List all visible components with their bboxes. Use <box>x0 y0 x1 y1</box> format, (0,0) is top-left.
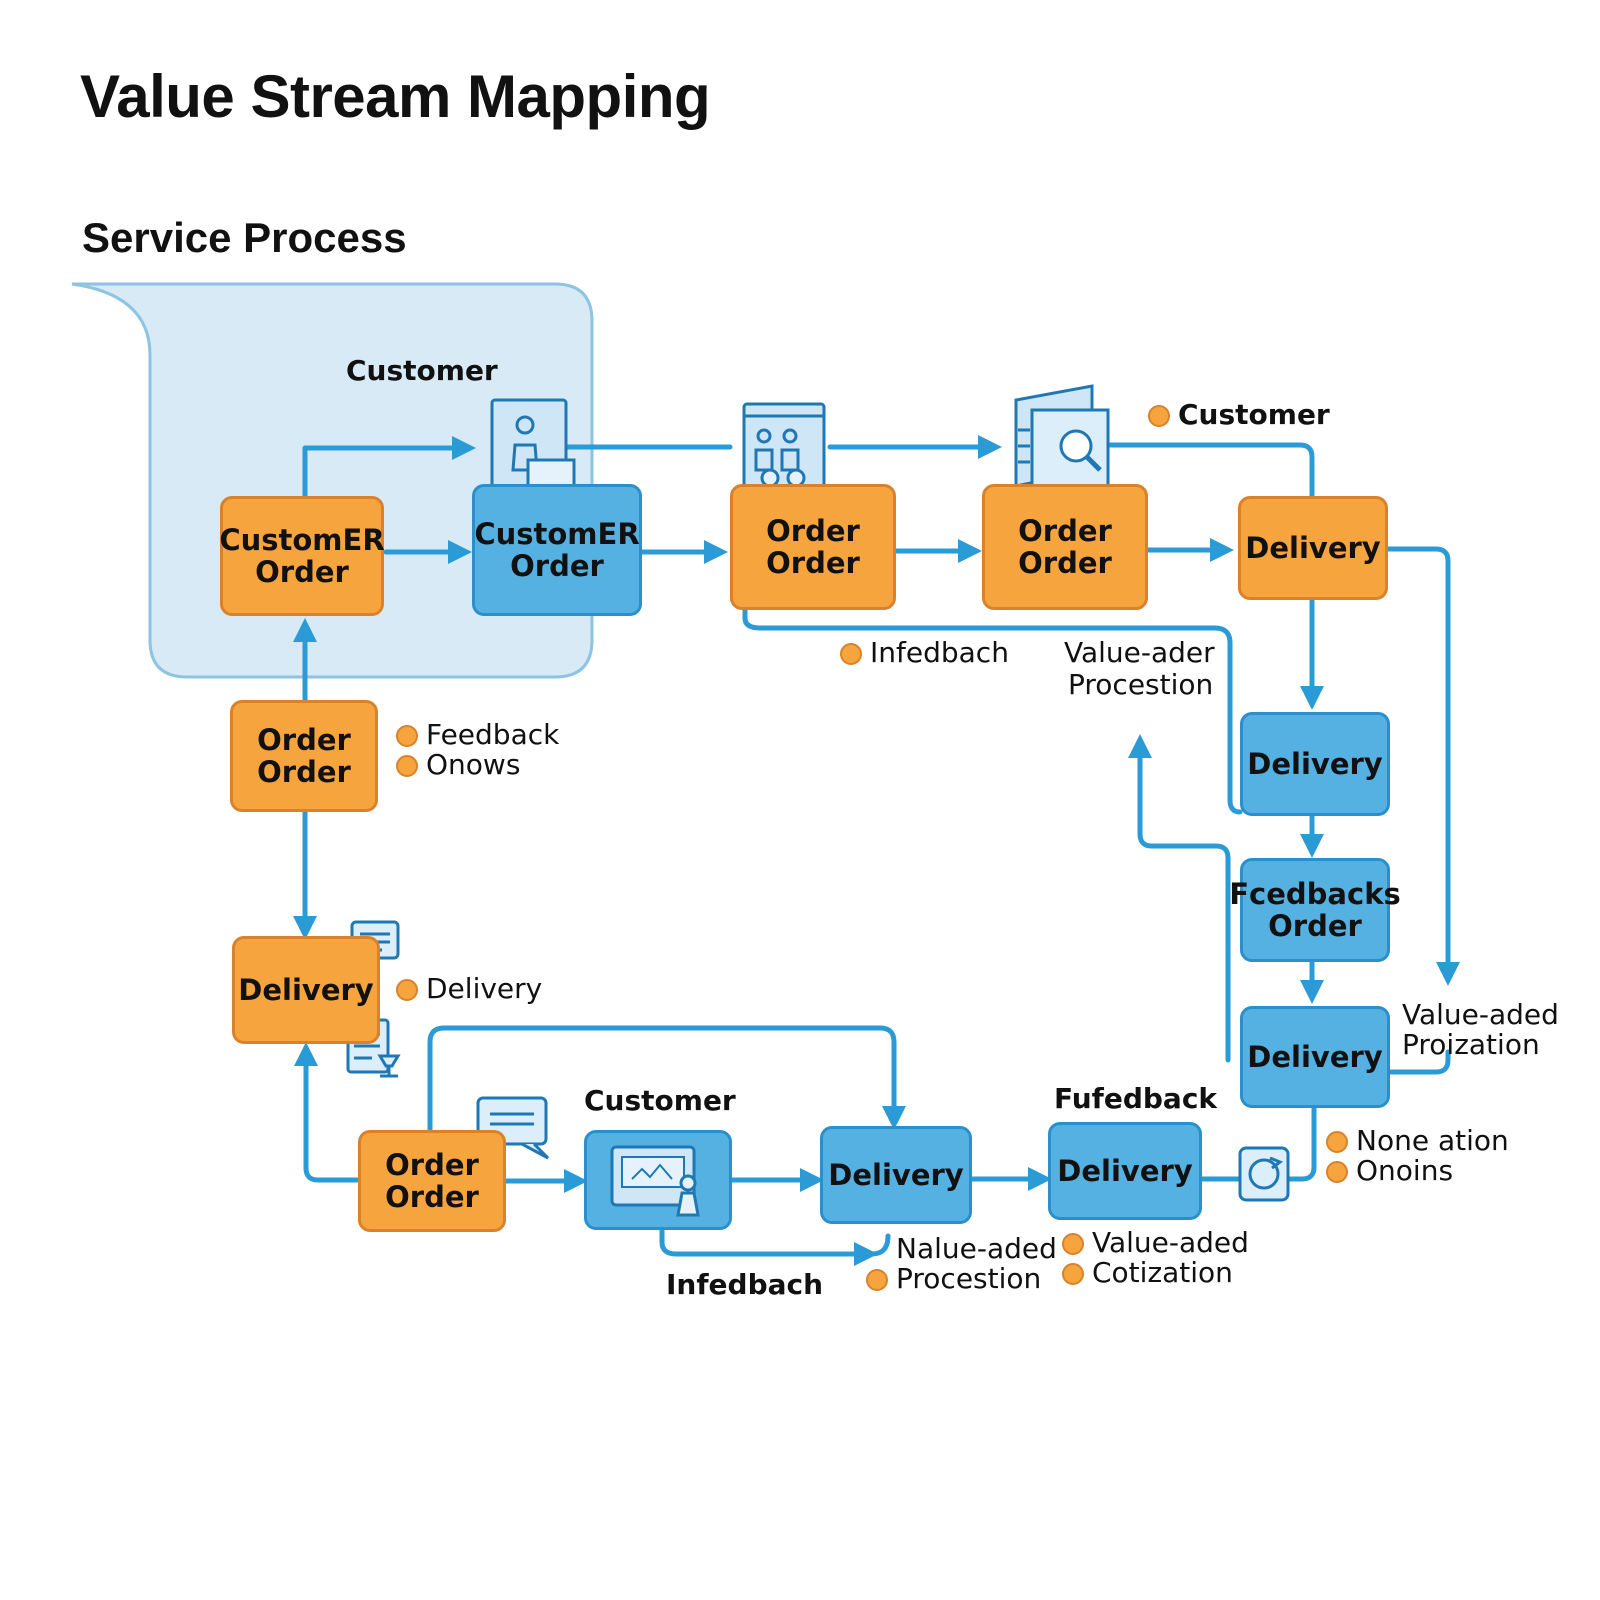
node-line: Order <box>385 1148 479 1182</box>
node-delivery-right-1[interactable]: Delivery <box>1240 712 1390 816</box>
line-under-hook <box>869 1233 891 1257</box>
label-infedbach-top: Infedbach <box>840 638 1009 668</box>
node-line: Order <box>510 549 604 583</box>
label-fufedback: Fufedback <box>1054 1084 1217 1114</box>
label-delivery-left-note: Delivery <box>396 974 542 1004</box>
label-nalue-aded: Nalue-aded <box>896 1234 1057 1264</box>
arrow-dt-right-down <box>1385 546 1460 986</box>
label-customer-top-right: Customer <box>1148 400 1330 430</box>
node-line: CustomER <box>474 517 640 551</box>
arrow-oob-dl <box>294 1042 361 1183</box>
node-delivery-bottom-2[interactable]: Delivery <box>1048 1122 1202 1220</box>
node-delivery-left[interactable]: Delivery <box>232 936 380 1044</box>
label-infedbach-bottom: Infedbach <box>666 1270 823 1300</box>
arrow-cs-under <box>659 1225 878 1266</box>
bullet-dot-icon <box>1062 1233 1084 1255</box>
label-text: Value-ader <box>1064 636 1215 669</box>
label-onoins: Onoins <box>1326 1156 1453 1186</box>
label-proization-right: Proization <box>1402 1030 1540 1060</box>
label-onows-left: Onows <box>396 750 520 780</box>
label-text: Customer <box>1178 398 1330 431</box>
label-text: Value-aded <box>1402 998 1559 1031</box>
node-line: Fcedbacks <box>1229 877 1401 911</box>
label-text: Value-aded <box>1092 1226 1249 1259</box>
node-line: CustomER <box>219 523 385 557</box>
bullet-dot-icon <box>866 1269 888 1291</box>
label-text: Onows <box>426 748 521 781</box>
node-line: Order <box>257 755 351 789</box>
bullet-dot-icon <box>396 755 418 777</box>
node-line: Delivery <box>1247 747 1383 781</box>
page-subtitle: Service Process <box>82 214 407 261</box>
node-line: Order <box>766 514 860 548</box>
node-line: Delivery <box>1245 531 1381 565</box>
customer-region <box>71 282 594 679</box>
node-line: Order <box>385 1180 479 1214</box>
label-text: Infedbach <box>666 1268 824 1301</box>
line-dr2-right <box>1385 1049 1451 1075</box>
node-line: Delivery <box>238 973 374 1007</box>
magnifier-document-icon <box>1014 384 1110 488</box>
label-text: Onoins <box>1356 1154 1454 1187</box>
node-line: Delivery <box>1247 1040 1383 1074</box>
node-line: Order <box>766 546 860 580</box>
label-text: Cotization <box>1092 1256 1233 1289</box>
label-text: Delivery <box>426 972 543 1005</box>
node-line: Delivery <box>828 1158 964 1192</box>
bullet-dot-icon <box>840 643 862 665</box>
label-none-ation: None ation <box>1326 1126 1509 1156</box>
arrow-up-valueader <box>1128 734 1231 1063</box>
label-text: Procestion <box>1068 668 1214 701</box>
customer-region-label: Customer <box>346 354 498 387</box>
bullet-dot-icon <box>396 979 418 1001</box>
node-line: Order <box>255 555 349 589</box>
label-procestion-bottom: Procestion <box>866 1264 1041 1294</box>
node-delivery-right-2[interactable]: Delivery <box>1240 1006 1390 1108</box>
label-text: Feedback <box>426 718 560 751</box>
node-line: Order <box>1018 546 1112 580</box>
label-customer-bottom: Customer <box>584 1084 736 1117</box>
screen-presenter-icon <box>610 1145 700 1217</box>
node-line: Order <box>257 723 351 757</box>
label-value-ader: Value-ader <box>1064 638 1215 668</box>
node-line: Order <box>1018 514 1112 548</box>
node-delivery-top[interactable]: Delivery <box>1238 496 1388 600</box>
label-text: None ation <box>1356 1124 1509 1157</box>
label-text: Nalue-aded <box>896 1232 1057 1265</box>
line-top-to-dt <box>1107 442 1315 499</box>
arrow-top-loop-bottom <box>427 1025 906 1133</box>
label-procestion-top: Procestion <box>1068 670 1213 700</box>
label-value-aded-right: Value-aded <box>1402 1000 1559 1030</box>
refresh-cycle-icon <box>1238 1146 1290 1202</box>
label-text: Fufedback <box>1054 1082 1218 1115</box>
label-cotization: Cotization <box>1062 1258 1233 1288</box>
node-line: Delivery <box>1057 1154 1193 1188</box>
line-oo1-loop <box>742 607 1243 815</box>
node-delivery-bottom-1[interactable]: Delivery <box>820 1126 972 1224</box>
node-customer-screen[interactable] <box>584 1130 732 1230</box>
line-cycle-dr2 <box>1285 1105 1317 1182</box>
arrow-co1-up-right <box>302 436 476 499</box>
label-feedback-left: Feedback <box>396 720 559 750</box>
label-text: Infedbach <box>870 636 1009 669</box>
node-line: Order <box>1268 909 1362 943</box>
label-text: Proization <box>1402 1028 1540 1061</box>
page-title: Value Stream Mapping <box>80 63 711 130</box>
bullet-dot-icon <box>1062 1263 1084 1285</box>
bullet-dot-icon <box>396 725 418 747</box>
label-text: Procestion <box>896 1262 1042 1295</box>
bullet-dot-icon <box>1148 405 1170 427</box>
label-value-aded-bottom: Value-aded <box>1062 1228 1249 1258</box>
bullet-dot-icon <box>1326 1161 1348 1183</box>
bullet-dot-icon <box>1326 1131 1348 1153</box>
